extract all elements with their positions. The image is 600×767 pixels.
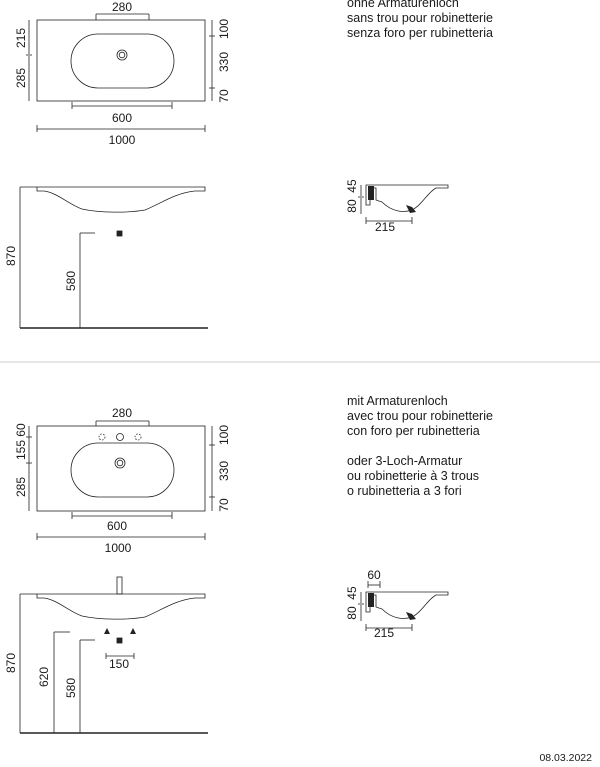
bottom-dim-100: 100 [217,425,231,445]
top-basin-outline [70,33,175,89]
top-description: ohne Armaturenloch sans trou pour robine… [347,0,493,41]
top-dim-580: 580 [64,271,78,291]
bottom-sec-45: 45 [345,586,359,600]
bottom-description-line: mit Armaturenloch [347,394,448,408]
bottom-description-line: con foro per rubinetteria [347,424,480,438]
bottom-dim-60: 60 [14,423,28,437]
bottom-dim-330: 330 [217,461,231,481]
top-section-profile [365,184,449,212]
bottom-dim-1000: 1000 [105,541,132,555]
tap-hole-left-icon [98,433,106,441]
bottom-section-profile [365,591,449,619]
bottom-drain-icon [114,457,126,469]
top-sec-215: 215 [375,220,395,234]
top-dim-870: 870 [4,246,18,266]
top-basin-profile [36,186,206,213]
top-description-line: sans trou pour robinetterie [347,11,493,25]
bottom-dim-580: 580 [64,678,78,698]
bottom-dim-280: 280 [112,406,132,420]
top-dim-280: 280 [112,0,132,14]
top-elevation-view [19,186,208,329]
top-plan-view [26,13,215,132]
bottom-sec-80: 80 [345,606,359,620]
top-drain-icon [116,49,128,61]
bottom-dim-600: 600 [107,519,127,533]
supply-left-icon [104,628,110,634]
top-section-view [358,184,449,224]
top-sec-80: 80 [345,199,359,213]
bottom-description: mit Armaturenloch avec trou pour robinet… [347,394,493,499]
top-description-line: senza foro per rubinetteria [347,26,493,40]
drawing-date: 08.03.2022 [539,752,592,764]
bottom-sec-215: 215 [374,626,394,640]
top-dim-285: 285 [14,68,28,88]
top-plan-outline [36,19,206,102]
bottom-dim-620: 620 [37,667,51,687]
faucet-icon [116,576,123,595]
bottom-description-alt-line: oder 3-Loch-Armatur [347,454,463,468]
top-dim-100: 100 [217,19,231,39]
bottom-elevation-view [19,576,208,734]
bottom-dim-70: 70 [217,498,231,512]
bottom-dim-870: 870 [4,653,18,673]
top-wall-outlet-icon [116,230,123,237]
bottom-dim-150: 150 [109,657,129,671]
supply-right-icon [130,628,136,634]
bottom-plan-view [26,420,215,540]
top-dim-600: 600 [112,111,132,125]
bottom-basin-profile [36,593,206,620]
tap-hole-icon [116,433,124,441]
top-dim-330: 330 [217,52,231,72]
bottom-sec-60: 60 [367,568,381,582]
top-dim-215: 215 [14,28,28,48]
bottom-basin-outline [70,442,175,498]
bottom-description-line: avec trou pour robinetterie [347,409,493,423]
tap-hole-right-icon [134,433,142,441]
bottom-wall-outlet-icon [116,637,123,644]
top-description-line: ohne Armaturenloch [347,0,459,10]
bottom-description-alt-line: ou robinetterie à 3 trous [347,469,480,483]
top-dim-1000: 1000 [109,133,136,147]
top-dim-70: 70 [217,89,231,103]
bottom-plan-outline [36,425,206,512]
bottom-description-alt-line: o rubinetteria a 3 fori [347,484,462,498]
bottom-section-view [358,581,449,631]
top-sec-45: 45 [345,179,359,193]
bottom-dim-155: 155 [14,440,28,460]
bottom-dim-285: 285 [14,477,28,497]
